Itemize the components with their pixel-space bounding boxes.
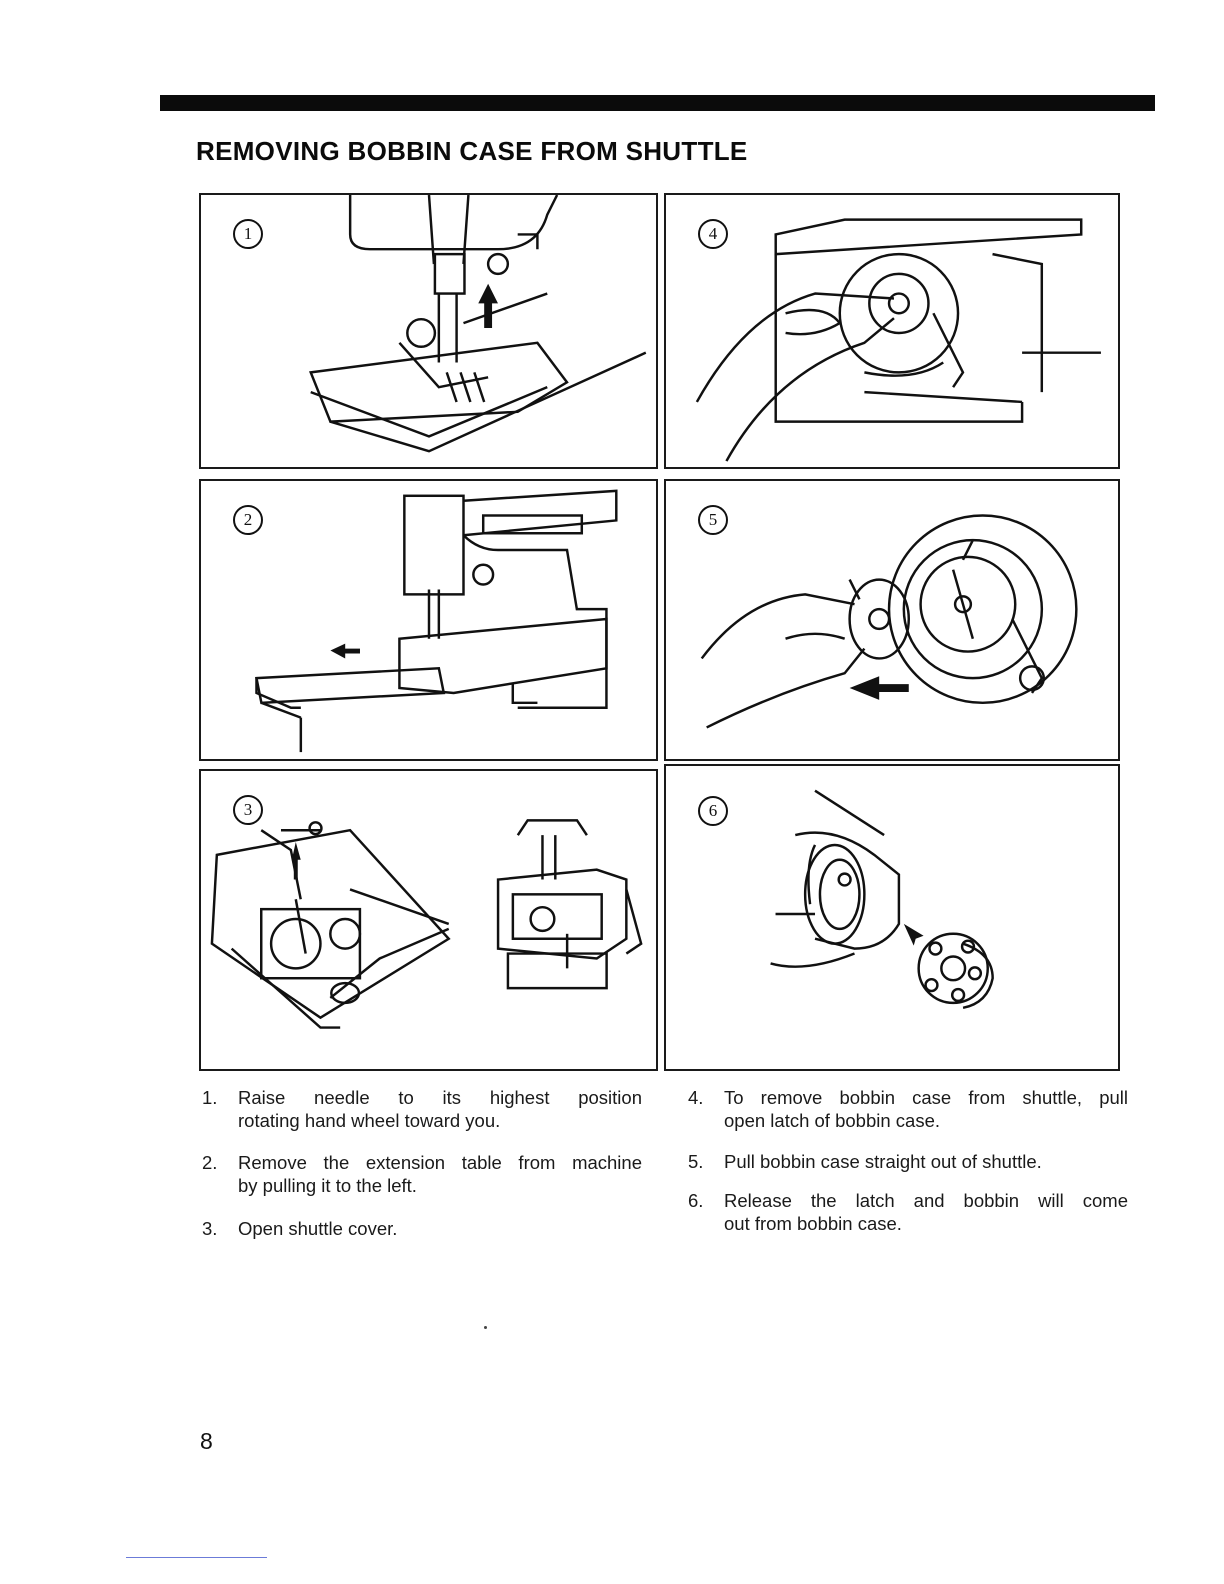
bobbin-release-illustration-icon (770, 789, 994, 1010)
instruction-number: 5. (688, 1151, 704, 1172)
panel-step-4: 4 (664, 193, 1120, 469)
top-rule (160, 95, 1155, 111)
panel-step-1: 1 (199, 193, 658, 469)
instruction-number: 6. (688, 1190, 704, 1211)
instruction-line: Pull bobbin case straight out of shuttle… (724, 1151, 1042, 1172)
instruction-line: out from bobbin case. (724, 1213, 902, 1234)
instruction-line: open latch of bobbin case. (724, 1110, 940, 1131)
page-title: REMOVING BOBBIN CASE FROM SHUTTLE (196, 136, 748, 166)
bottom-link-underline (126, 1557, 267, 1558)
step-number-3: 3 (233, 795, 263, 825)
bobbin-case-latch-illustration-icon (695, 218, 1101, 462)
shuttle-cover-open-illustration-icon (210, 819, 643, 1029)
bobbin-case-pull-out-illustration-icon (700, 514, 1078, 729)
panel-step-2: 2 (199, 479, 658, 761)
instruction-number: 3. (202, 1218, 218, 1239)
needle-raise-illustration-icon (308, 195, 647, 453)
instruction-line: Raise needle to its highest position (238, 1087, 642, 1108)
instruction-number: 4. (688, 1087, 704, 1108)
instruction-line: rotating hand wheel toward you. (238, 1110, 501, 1131)
panel-step-3: 3 (199, 769, 658, 1071)
step-number-1: 1 (233, 219, 263, 249)
panel-step-5: 5 (664, 479, 1120, 761)
step-number-2: 2 (233, 505, 263, 535)
panel-step-6: 6 (664, 764, 1120, 1071)
extension-table-removal-illustration-icon (254, 489, 618, 753)
instruction-line: Remove the extension table from machine (238, 1152, 642, 1173)
instruction-line: Release the latch and bobbin will come (724, 1190, 1128, 1211)
instruction-line: by pulling it to the left. (238, 1175, 417, 1196)
step-number-5: 5 (698, 505, 728, 535)
page-number: 8 (200, 1428, 213, 1454)
instruction-line: Open shuttle cover. (238, 1218, 398, 1239)
step-number-4: 4 (698, 219, 728, 249)
instruction-number: 1. (202, 1087, 218, 1108)
instruction-line: To remove bobbin case from shuttle, pull (724, 1087, 1128, 1108)
instruction-number: 2. (202, 1152, 218, 1173)
step-number-6: 6 (698, 796, 728, 826)
stray-dot (484, 1326, 487, 1329)
